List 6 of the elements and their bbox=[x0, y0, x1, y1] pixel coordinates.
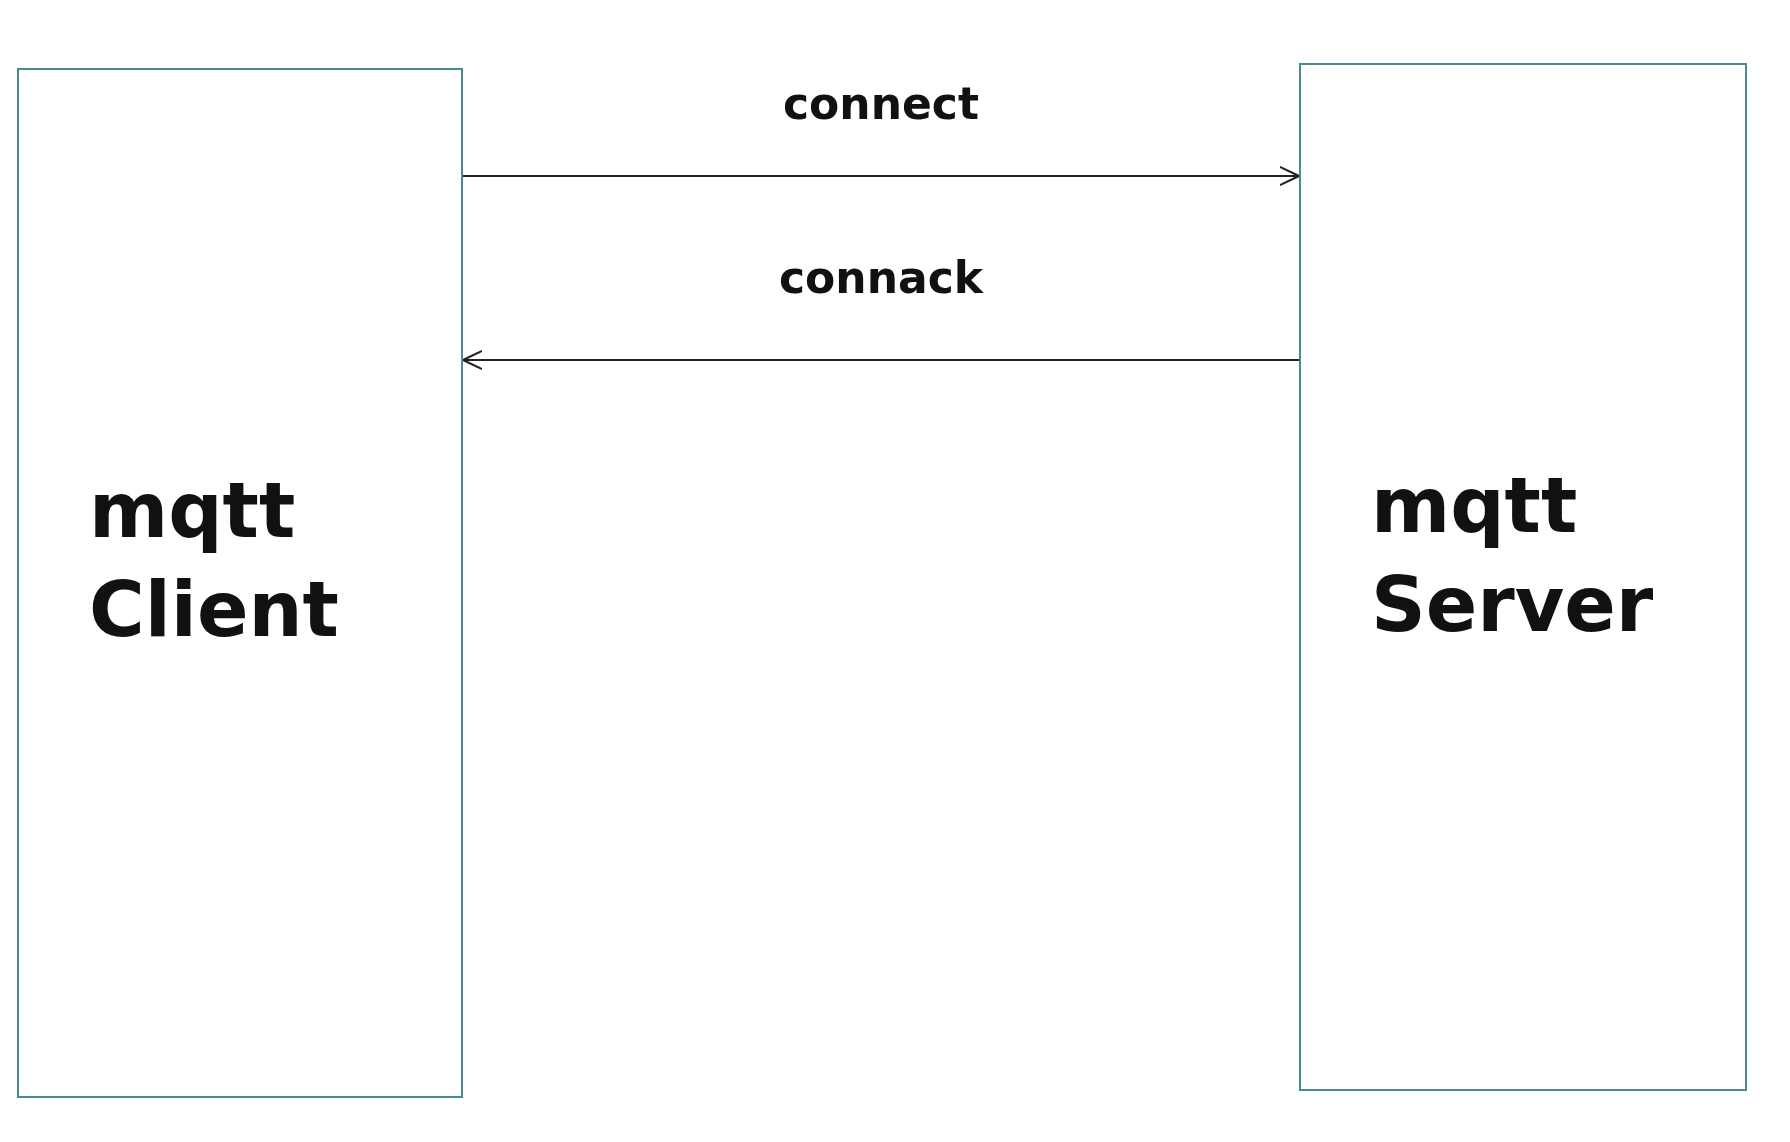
node-label: mqtt Client bbox=[89, 465, 340, 656]
node-label: mqtt Server bbox=[1371, 460, 1655, 651]
arrow bbox=[462, 166, 1300, 186]
arrow bbox=[462, 350, 1300, 370]
process-box bbox=[17, 68, 463, 1098]
process-box bbox=[1299, 63, 1747, 1091]
